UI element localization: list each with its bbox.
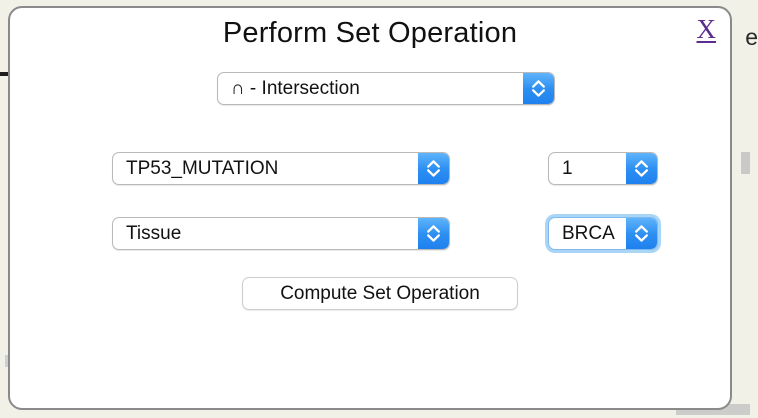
- attribute-dropdown-2[interactable]: Tissue: [112, 217, 450, 250]
- set-operation-value: ∩ - Intersection: [231, 77, 360, 99]
- chevron-updown-icon[interactable]: [523, 73, 554, 104]
- chevron-updown-icon[interactable]: [626, 153, 657, 184]
- compute-set-operation-button[interactable]: Compute Set Operation: [242, 277, 518, 310]
- attribute-value-2: Tissue: [126, 222, 182, 244]
- chevron-updown-icon[interactable]: [626, 218, 657, 249]
- background-rule-left: [0, 72, 14, 76]
- attribute-value-dropdown-2[interactable]: BRCA: [548, 217, 658, 250]
- attribute-dropdown-1[interactable]: TP53_MUTATION: [112, 152, 450, 185]
- chevron-updown-icon[interactable]: [418, 153, 449, 184]
- attribute-selected-value-1: 1: [562, 157, 573, 179]
- set-operation-dialog: Perform Set Operation X ∩ - Intersection…: [8, 6, 732, 410]
- attribute-value-dropdown-1[interactable]: 1: [548, 152, 658, 185]
- background-clipped-text: e: [745, 24, 758, 50]
- close-icon[interactable]: X: [696, 14, 717, 44]
- chevron-updown-icon[interactable]: [418, 218, 449, 249]
- page-title: Perform Set Operation: [222, 17, 518, 49]
- attribute-selected-value-2: BRCA: [562, 222, 615, 244]
- background-scroll-marker: [741, 152, 750, 174]
- attribute-value-1: TP53_MUTATION: [126, 157, 279, 179]
- set-operation-dropdown[interactable]: ∩ - Intersection: [217, 72, 555, 105]
